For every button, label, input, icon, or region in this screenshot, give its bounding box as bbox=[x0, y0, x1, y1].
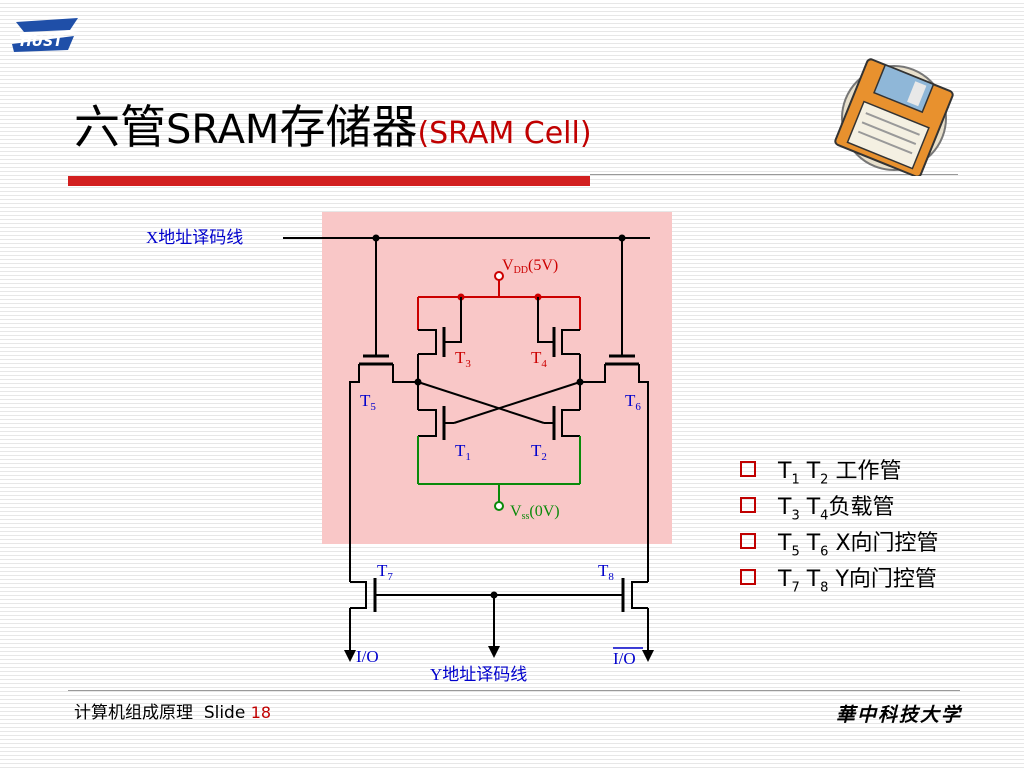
t7-label: T7 bbox=[377, 561, 393, 583]
list-item: T3 T4负载管 bbox=[740, 490, 939, 526]
sram-cell-area bbox=[322, 212, 672, 544]
title-acronym: SRAM bbox=[166, 107, 280, 153]
x-address-line-label: X地址译码线 bbox=[146, 228, 243, 247]
slide-label: Slide bbox=[203, 703, 246, 723]
t4-label: T4 bbox=[531, 348, 547, 370]
hust-logo: HUST bbox=[12, 18, 81, 52]
title-chinese-2: 存储器 bbox=[279, 100, 418, 154]
square-bullet-icon bbox=[740, 497, 756, 513]
course-name: 计算机组成原理 bbox=[74, 703, 193, 723]
title-thin-rule bbox=[590, 174, 958, 175]
y-address-line-label: Y地址译码线 bbox=[430, 665, 527, 684]
floppy-disk-icon bbox=[834, 58, 954, 176]
t8-label: T8 bbox=[598, 561, 614, 583]
logo-text: HUST bbox=[20, 34, 64, 50]
t1-label: T1 bbox=[455, 441, 471, 463]
t6-label: T6 bbox=[625, 391, 641, 413]
t2-label: T2 bbox=[531, 441, 547, 463]
square-bullet-icon bbox=[740, 569, 756, 585]
square-bullet-icon bbox=[740, 533, 756, 549]
footer-rule bbox=[68, 690, 960, 691]
slide-title: 六管SRAM存储器(SRAM Cell) bbox=[74, 104, 592, 150]
title-underline bbox=[68, 176, 590, 186]
list-item: T1 T2 工作管 bbox=[740, 454, 939, 490]
list-item: T7 T8 Y向门控管 bbox=[740, 562, 939, 598]
slide-number: 18 bbox=[250, 703, 272, 722]
footer-course: 计算机组成原理 Slide 18 bbox=[74, 698, 271, 723]
transistor-role-list: T1 T2 工作管 T3 T4负载管 T5 T6 X向门控管 T7 T8 Y向门… bbox=[740, 454, 939, 598]
title-chinese: 六管 bbox=[74, 100, 166, 154]
io-label: I/O bbox=[356, 647, 379, 666]
university-name: 華中科技大学 bbox=[836, 704, 963, 726]
vdd-label: VDD(5V) bbox=[502, 257, 558, 276]
list-item: T5 T6 X向门控管 bbox=[740, 526, 939, 562]
vss-label: Vss(0V) bbox=[510, 503, 560, 522]
t5-label: T5 bbox=[360, 391, 376, 413]
title-subtitle: (SRAM Cell) bbox=[417, 116, 592, 151]
io-bar-label: I/O bbox=[613, 649, 636, 668]
t3-label: T3 bbox=[455, 348, 471, 370]
square-bullet-icon bbox=[740, 461, 756, 477]
